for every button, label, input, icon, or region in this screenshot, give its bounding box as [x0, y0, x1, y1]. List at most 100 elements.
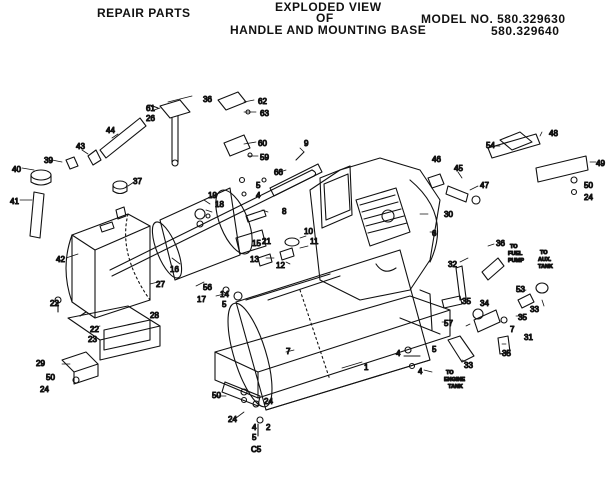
- callout-13: 13: [250, 255, 259, 264]
- callout-57: 57: [444, 319, 453, 328]
- callout-12: 12: [276, 261, 285, 270]
- note-fuel-pump-2: FUEL: [508, 251, 523, 257]
- note-aux-tank-1: TO: [540, 250, 548, 256]
- handle-bracket: [149, 99, 191, 167]
- title-line-1: EXPLODED VIEW: [275, 0, 382, 14]
- callout-44: 44: [106, 126, 115, 135]
- callout-31: 31: [524, 333, 533, 342]
- callout-8: 8: [282, 207, 287, 216]
- callout-26: 26: [146, 114, 155, 123]
- note-aux-tank-3: TANK: [538, 264, 553, 270]
- callout-7b: 7: [510, 325, 515, 334]
- callout-18: 18: [215, 200, 224, 209]
- callout-27: 27: [156, 280, 165, 289]
- callout-32: 32: [448, 260, 457, 269]
- callout-14: 14: [220, 290, 229, 299]
- callout-22a: 22: [50, 299, 59, 308]
- callout-5c: 5: [222, 300, 227, 309]
- callout-34: 34: [480, 299, 489, 308]
- fuel-fittings: [427, 173, 481, 205]
- note-fuel-pump-1: TO: [510, 244, 518, 250]
- callout-43: 43: [76, 142, 85, 151]
- fuel-hoses: [441, 257, 549, 363]
- callout-56: 56: [203, 283, 212, 292]
- callout-28: 28: [150, 311, 159, 320]
- callout-1: 1: [364, 363, 369, 372]
- callout-36: 36: [203, 95, 212, 104]
- callout-21: 21: [262, 237, 271, 246]
- callout-42: 42: [56, 255, 65, 264]
- callout-11: 11: [310, 237, 319, 246]
- callout-62: 62: [258, 97, 267, 106]
- callout-24a: 24: [40, 385, 49, 394]
- callout-36b: 36: [496, 239, 505, 248]
- fuel-tank: [65, 206, 151, 319]
- callout-50b: 50: [584, 181, 593, 190]
- callout-24d: 24: [228, 415, 237, 424]
- drawing-code: C5: [251, 445, 262, 454]
- callout-5d: 5: [252, 433, 257, 442]
- mounting-base: [214, 289, 451, 407]
- callout-6: 6: [432, 229, 437, 238]
- callout-19: 19: [208, 191, 217, 200]
- mounting-plate: [67, 305, 161, 361]
- callout-17: 17: [197, 295, 206, 304]
- callout-35a: 35: [518, 313, 527, 322]
- callout-53: 53: [516, 285, 525, 294]
- right-bracket: [487, 131, 589, 196]
- callout-48: 48: [549, 129, 558, 138]
- generator-housing: [227, 249, 431, 411]
- note-engine-tank-2: ENGINE: [444, 377, 465, 383]
- callout-39: 39: [44, 156, 53, 165]
- callout-4c: 4: [396, 349, 401, 358]
- filler-hose-assembly: [29, 117, 147, 239]
- engine: [309, 157, 441, 301]
- callout-40: 40: [12, 165, 21, 174]
- callout-61: 61: [146, 104, 155, 113]
- repair-parts-heading: REPAIR PARTS: [97, 6, 191, 20]
- model-number-alt: 580.329640: [491, 24, 560, 38]
- callout-4d: 4: [252, 423, 257, 432]
- callout-5b: 5: [432, 345, 437, 354]
- fittings: [194, 208, 300, 301]
- callout-59: 59: [260, 153, 269, 162]
- callout-66: 66: [274, 168, 283, 177]
- callout-33b: 33: [464, 361, 473, 370]
- fuel-cap: [112, 180, 128, 195]
- callout-10: 10: [304, 227, 313, 236]
- note-fuel-pump-3: PUMP: [508, 258, 524, 264]
- callout-41: 41: [10, 197, 19, 206]
- routing-notes: TO FUEL PUMP TO AUX. TANK TO ENGINE TANK: [443, 243, 553, 390]
- callout-2: 2: [266, 423, 271, 432]
- callout-4a: 4: [256, 191, 261, 200]
- callout-46: 46: [432, 155, 441, 164]
- callout-60: 60: [258, 139, 267, 148]
- callout-5a: 5: [256, 181, 261, 190]
- callout-22b: 22: [90, 325, 99, 334]
- fasteners: [54, 176, 421, 437]
- callout-23: 23: [88, 335, 97, 344]
- callout-labels: 36 61 26 62 63 60 59 44 43 39 40 37 41 4…: [9, 94, 606, 442]
- callout-49: 49: [596, 159, 605, 168]
- callout-29: 29: [36, 359, 45, 368]
- callout-24c: 24: [264, 397, 273, 406]
- muffler: [151, 187, 253, 281]
- callout-50c: 50: [212, 391, 221, 400]
- callout-47: 47: [480, 181, 489, 190]
- callout-50a: 50: [46, 373, 55, 382]
- rubber-foot: [61, 351, 99, 385]
- title-line-2: OF: [316, 11, 334, 25]
- title-line-3: HANDLE AND MOUNTING BASE: [230, 23, 427, 37]
- callout-35b: 35: [502, 349, 511, 358]
- callout-35c: 35: [462, 297, 471, 306]
- callout-54: 54: [486, 141, 495, 150]
- callout-4b: 4: [418, 367, 423, 376]
- model-number: MODEL NO. 580.329630: [421, 12, 566, 26]
- callout-16: 16: [170, 265, 179, 274]
- callout-15: 15: [252, 239, 261, 248]
- callout-33a: 33: [530, 305, 539, 314]
- callout-30: 30: [444, 210, 453, 219]
- callout-7a: 7: [286, 347, 291, 356]
- note-engine-tank-3: TANK: [448, 384, 463, 390]
